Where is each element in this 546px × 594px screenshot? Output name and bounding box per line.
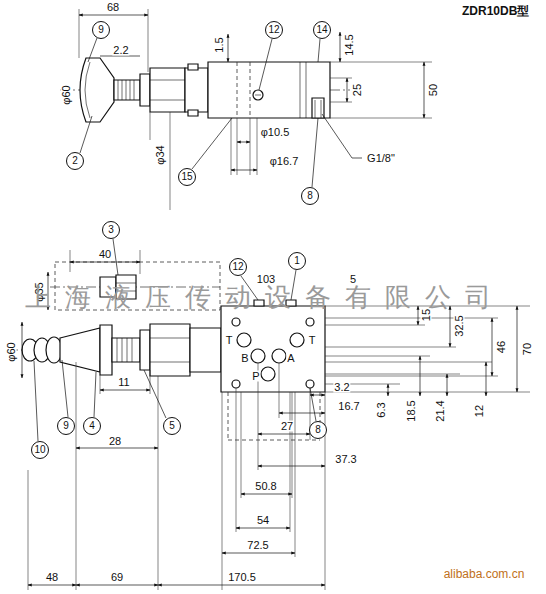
- dimension-label: 37.3: [334, 454, 357, 465]
- dimension-label: P: [251, 371, 260, 382]
- site-mark: alibaba.com.cn: [443, 568, 526, 580]
- dimension-label: φ34: [155, 144, 166, 165]
- dimension-label: 170.5: [227, 572, 257, 583]
- callout-circle: 5: [163, 417, 181, 435]
- callout-number: 12: [268, 25, 279, 35]
- dimension-label: 48: [45, 572, 59, 583]
- dimension-label: G1/8": [366, 153, 396, 164]
- callout-circle: 14: [313, 21, 331, 39]
- callout-circle: 9: [92, 21, 110, 39]
- callout-number: 12: [232, 262, 243, 272]
- top-view: [60, 9, 432, 210]
- dimension-label: 14.5: [344, 33, 355, 56]
- dimension-label: B: [240, 353, 249, 364]
- dimension-label: 12: [474, 404, 485, 418]
- dimension-label: T: [225, 335, 234, 346]
- dimension-label: 32.5: [454, 314, 465, 337]
- drawing-title: ZDR10DB型: [462, 5, 529, 17]
- front-view: [8, 239, 530, 590]
- dimension-label: 21.4: [435, 399, 446, 422]
- dimension-label: 27: [280, 421, 294, 432]
- dimension-label: 50: [428, 83, 439, 97]
- dimension-label: 5: [349, 274, 357, 285]
- dimension-label: 69: [110, 572, 124, 583]
- dimension-label: A: [286, 353, 295, 364]
- callout-circle: 10: [31, 441, 49, 459]
- dimension-label: φ60: [6, 341, 17, 362]
- callout-number: 14: [316, 25, 327, 35]
- dimension-label: 1.5: [214, 36, 225, 53]
- callout-number: 3: [108, 225, 114, 235]
- callout-number: 9: [98, 25, 104, 35]
- dimension-label: 11: [117, 377, 130, 388]
- dimension-label: 103: [256, 274, 276, 285]
- callout-circle: 8: [309, 421, 327, 439]
- dimension-label: 2.2: [112, 45, 129, 56]
- dimension-label: 46: [496, 340, 507, 354]
- dimension-label: 72.5: [246, 540, 269, 551]
- callout-number: 8: [307, 191, 313, 201]
- dimension-label: T: [308, 335, 317, 346]
- callout-circle: 8: [301, 187, 319, 205]
- dimension-label: 18.5: [406, 399, 417, 422]
- callout-number: 8: [315, 425, 321, 435]
- dimension-label: 15: [421, 308, 432, 322]
- dimension-label: 40: [98, 249, 112, 260]
- dimension-label: 6.3: [376, 401, 387, 418]
- callout-number: 9: [63, 421, 69, 431]
- dimension-label: 70: [522, 342, 533, 356]
- dimension-label: 25: [352, 83, 363, 97]
- dimension-label: φ60: [61, 84, 72, 105]
- callout-circle: 12: [229, 258, 247, 276]
- dimension-label: 3.2: [333, 382, 350, 393]
- callout-number: 15: [181, 172, 192, 182]
- dimension-label: φ10.5: [260, 127, 291, 138]
- dimension-label: 50.8: [254, 481, 277, 492]
- callout-circle: 9: [57, 417, 75, 435]
- callout-number: 4: [89, 421, 95, 431]
- watermark: 上海液压传动设备有限公司: [24, 284, 506, 310]
- callout-circle: 4: [83, 417, 101, 435]
- dimension-label: 16.7: [337, 401, 360, 412]
- callout-circle: 12: [265, 21, 283, 39]
- dimension-label: 68: [106, 2, 120, 13]
- dimension-label: 54: [256, 515, 270, 526]
- callout-number: 1: [294, 256, 300, 266]
- dimension-label: φ16.7: [269, 156, 300, 167]
- callout-circle: 1: [288, 252, 306, 270]
- dimension-label: 28: [108, 436, 122, 447]
- callout-number: 5: [169, 421, 175, 431]
- callout-circle: 2: [66, 152, 84, 170]
- callout-number: 10: [34, 445, 45, 455]
- callout-circle: 15: [178, 168, 196, 186]
- callout-number: 2: [72, 156, 78, 166]
- callout-circle: 3: [102, 221, 120, 239]
